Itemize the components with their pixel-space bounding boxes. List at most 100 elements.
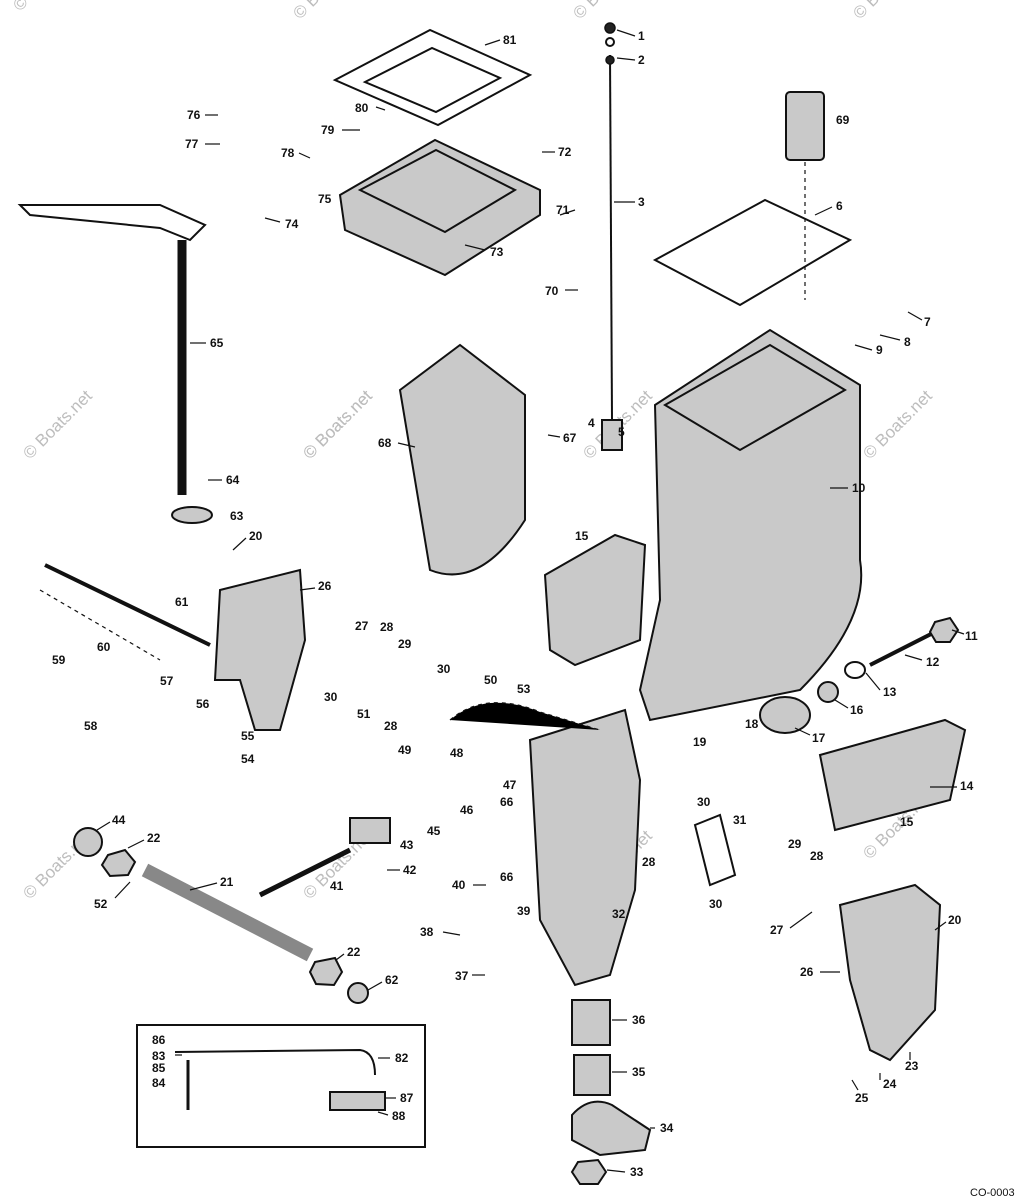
callout-58: 58 [84, 719, 98, 733]
part-tilt-pin [258, 847, 352, 898]
callout-39: 39 [517, 904, 531, 918]
callout-5: 5 [618, 425, 625, 439]
callout-29b: 29 [788, 837, 802, 851]
part-tilt-lock [349, 817, 391, 844]
callout-44: 44 [96, 813, 126, 831]
callout-label: 13 [883, 685, 897, 699]
callout-label: 87 [400, 1091, 414, 1105]
callout-27b: 27 [770, 911, 813, 937]
callout-label: 83 [152, 1049, 166, 1063]
callout-label: 11 [965, 629, 978, 643]
callout-35: 35 [612, 1065, 646, 1079]
callout-label: 5 [618, 425, 625, 439]
callout-11: 11 [951, 629, 978, 643]
callout-label: 50 [484, 673, 498, 687]
callout-28a: 28 [380, 620, 394, 634]
callout-26b: 26 [800, 965, 840, 979]
callout-86: 86 [152, 1033, 166, 1047]
callout-41: 41 [330, 879, 344, 893]
callout-36: 36 [612, 1013, 646, 1027]
callout-label: 37 [455, 969, 469, 983]
part-rod-61 [44, 563, 211, 647]
callout-label: 30 [697, 795, 711, 809]
callout-55: 55 [241, 729, 255, 743]
part-washer-16 [817, 681, 839, 703]
callout-84: 84 [152, 1076, 166, 1090]
callout-label: 68 [378, 436, 392, 450]
part-bushing-35 [573, 1054, 611, 1096]
callout-18: 18 [745, 717, 759, 731]
watermark: © Boats.net [299, 386, 376, 463]
part-lever-31 [693, 813, 737, 887]
callout-17: 17 [794, 727, 826, 745]
callout-label: 30 [437, 662, 451, 676]
callout-label: 22 [147, 831, 161, 845]
callout-20a: 20 [232, 529, 263, 551]
callout-label: 33 [630, 1165, 644, 1179]
callout-label: 73 [490, 245, 504, 259]
callout-48: 48 [450, 746, 464, 760]
callout-label: 62 [385, 973, 399, 987]
watermark: © Boats.net [569, 0, 646, 23]
callout-label: 76 [187, 108, 201, 122]
callout-85: 85 [152, 1061, 166, 1075]
callout-label: 86 [152, 1033, 166, 1047]
callout-label: 9 [876, 343, 883, 357]
callout-label: 75 [318, 192, 332, 206]
callout-46: 46 [460, 803, 474, 817]
callout-label: 71 [556, 203, 570, 217]
callouts: 1 2 3 4 5 6 7 8 9 10 11 12 13 14 15 15 1… [52, 29, 978, 1179]
part-nut-33 [570, 1158, 608, 1185]
callout-label: 85 [152, 1061, 166, 1075]
callout-label: 6 [836, 199, 843, 213]
callout-label: 80 [355, 101, 369, 115]
callout-label: 66 [500, 795, 514, 809]
callout-label: 30 [709, 897, 723, 911]
callout-61: 61 [175, 595, 189, 609]
callout-label: 15 [575, 529, 589, 543]
callout-label: 34 [660, 1121, 674, 1135]
callout-43: 43 [400, 838, 414, 852]
callout-label: 29 [788, 837, 802, 851]
callout-label: 20 [948, 913, 962, 927]
callout-label: 88 [392, 1109, 406, 1123]
callout-15b: 15 [900, 815, 914, 829]
callout-70: 70 [545, 284, 578, 298]
callout-4: 4 [588, 416, 595, 430]
callout-49: 49 [398, 743, 412, 757]
callout-15a: 15 [575, 529, 589, 543]
callout-label: 53 [517, 682, 531, 696]
callout-78: 78 [281, 146, 311, 160]
callout-label: 1 [638, 29, 645, 43]
callout-label: 27 [770, 923, 784, 937]
callout-label: 77 [185, 137, 199, 151]
part-rod-61-axis [39, 589, 161, 661]
callout-74: 74 [264, 217, 299, 231]
callout-62: 62 [367, 973, 399, 991]
callout-label: 18 [745, 717, 759, 731]
callout-label: 26 [318, 579, 332, 593]
callout-16: 16 [834, 699, 864, 717]
callout-14: 14 [930, 779, 974, 793]
callout-28b: 28 [384, 719, 398, 733]
callout-label: 2 [638, 53, 645, 67]
callout-label: 66 [500, 870, 514, 884]
part-adapter-plate-top [357, 148, 518, 234]
callout-label: 36 [632, 1013, 646, 1027]
callout-82: 82 [378, 1051, 409, 1065]
callout-label: 28 [810, 849, 824, 863]
callout-45: 45 [427, 824, 441, 838]
callout-75: 75 [318, 192, 332, 206]
callout-23: 23 [905, 1052, 919, 1073]
callout-28c: 28 [642, 855, 656, 869]
part-rod-clip [605, 55, 615, 65]
callout-13: 13 [865, 672, 897, 699]
callout-label: 69 [836, 113, 850, 127]
callout-label: 74 [285, 217, 299, 231]
callout-9: 9 [854, 343, 883, 357]
callout-25: 25 [851, 1079, 869, 1105]
callout-label: 51 [357, 707, 371, 721]
part-housing-top [663, 343, 847, 452]
callout-73: 73 [464, 244, 504, 259]
